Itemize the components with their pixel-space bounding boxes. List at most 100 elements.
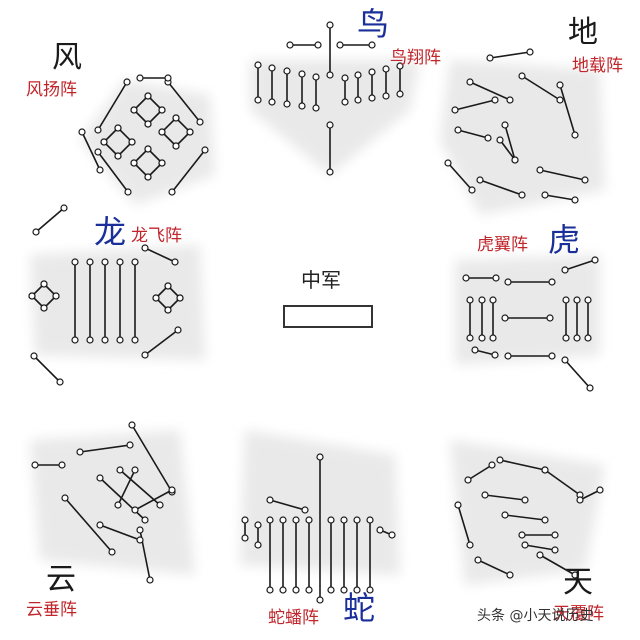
formation-node: [368, 94, 376, 102]
formation-line: [269, 499, 306, 511]
formation-node: [305, 586, 313, 594]
formation-node: [573, 296, 581, 304]
formation-node: [474, 556, 482, 564]
formation-line: [134, 489, 173, 511]
formation-line: [35, 207, 65, 233]
formation-node: [279, 586, 287, 594]
formation-node: [168, 188, 176, 196]
formation-node: [31, 461, 39, 469]
formation-node: [254, 61, 262, 69]
formation-node: [462, 274, 470, 282]
formation-line: [64, 497, 113, 553]
formation-node: [576, 496, 584, 504]
formation-line: [484, 494, 526, 501]
formation-node: [76, 448, 84, 456]
formation-node: [301, 506, 309, 514]
formation-node: [466, 296, 474, 304]
formation-node: [144, 173, 152, 181]
formation-node: [141, 516, 149, 524]
formation-node: [174, 326, 182, 334]
formation-node: [556, 81, 564, 89]
formation-node: [283, 100, 291, 108]
formation-node: [52, 292, 60, 300]
formation-node: [489, 334, 497, 342]
formation-node: [156, 501, 164, 509]
formation-node: [168, 486, 176, 494]
formation-node: [158, 106, 166, 114]
formation-line: [119, 469, 161, 506]
formation-line: [539, 554, 576, 576]
formation-node: [491, 96, 499, 104]
formation-node: [596, 486, 604, 494]
formation-node: [131, 258, 139, 266]
formation-node: [176, 294, 184, 302]
formation-node: [101, 336, 109, 344]
formation-node: [40, 280, 48, 288]
formation-node: [489, 296, 497, 304]
long-title: 龙: [94, 213, 127, 251]
formation-node: [341, 98, 349, 106]
formation-node: [536, 551, 544, 559]
formation-node: [340, 586, 348, 594]
formation-node: [561, 356, 569, 364]
formation-node: [171, 258, 179, 266]
di-formation-label: 地载阵: [572, 56, 623, 76]
long-formation-label: 龙飞阵: [131, 226, 182, 246]
formation-node: [78, 128, 86, 136]
formation-node: [454, 126, 462, 134]
formation-node: [478, 296, 486, 304]
formation-node: [340, 516, 348, 524]
formation-node: [254, 96, 262, 104]
formation-node: [541, 516, 549, 524]
formation-line: [467, 464, 493, 481]
formation-node: [506, 571, 514, 579]
formation-line: [521, 75, 561, 101]
formation-node: [327, 586, 335, 594]
formation-node: [518, 191, 526, 199]
formation-node: [116, 258, 124, 266]
formation-line: [504, 514, 546, 521]
she-formation-label: 蛇蟠阵: [268, 608, 319, 628]
formation-node: [254, 521, 262, 529]
formation-node: [326, 121, 334, 129]
formation-node: [466, 334, 474, 342]
hu-formation-label: 虎翼阵: [477, 235, 528, 255]
formation-node: [144, 92, 152, 100]
niao-formation-label: 鸟翔阵: [390, 48, 441, 68]
formation-node: [114, 152, 122, 160]
formation-node: [481, 491, 489, 499]
formation-line: [79, 444, 131, 453]
formation-node: [521, 541, 529, 549]
formation-node: [141, 351, 149, 359]
formation-node: [471, 346, 479, 354]
formation-node: [116, 466, 124, 474]
formation-node: [56, 378, 64, 386]
formation-node: [312, 104, 320, 112]
yun-title: 云: [46, 562, 76, 597]
formation-node: [341, 74, 349, 82]
tian-title: 天: [563, 565, 593, 600]
formation-shadows: [30, 60, 605, 585]
formation-node: [108, 548, 116, 556]
formation-node: [584, 296, 592, 304]
formation-node: [573, 334, 581, 342]
formation-node: [454, 501, 462, 509]
formation-node: [298, 70, 306, 78]
formation-node: [128, 421, 136, 429]
formation-line: [544, 194, 576, 201]
formation-node: [172, 114, 180, 122]
formation-node: [536, 166, 544, 174]
center-army-label: 中军: [301, 268, 341, 292]
formation-node: [546, 314, 554, 322]
formation-node: [144, 120, 152, 128]
feng-title: 风: [52, 40, 82, 75]
formation-node: [131, 466, 139, 474]
formation-node: [506, 96, 514, 104]
formation-line: [479, 179, 523, 196]
formation-node: [71, 258, 79, 266]
formation-node: [353, 516, 361, 524]
formation-node: [376, 526, 384, 534]
formation-nodes: [28, 21, 604, 604]
formation-node: [266, 516, 274, 524]
tian-formation-label: 天覆阵: [553, 604, 604, 624]
